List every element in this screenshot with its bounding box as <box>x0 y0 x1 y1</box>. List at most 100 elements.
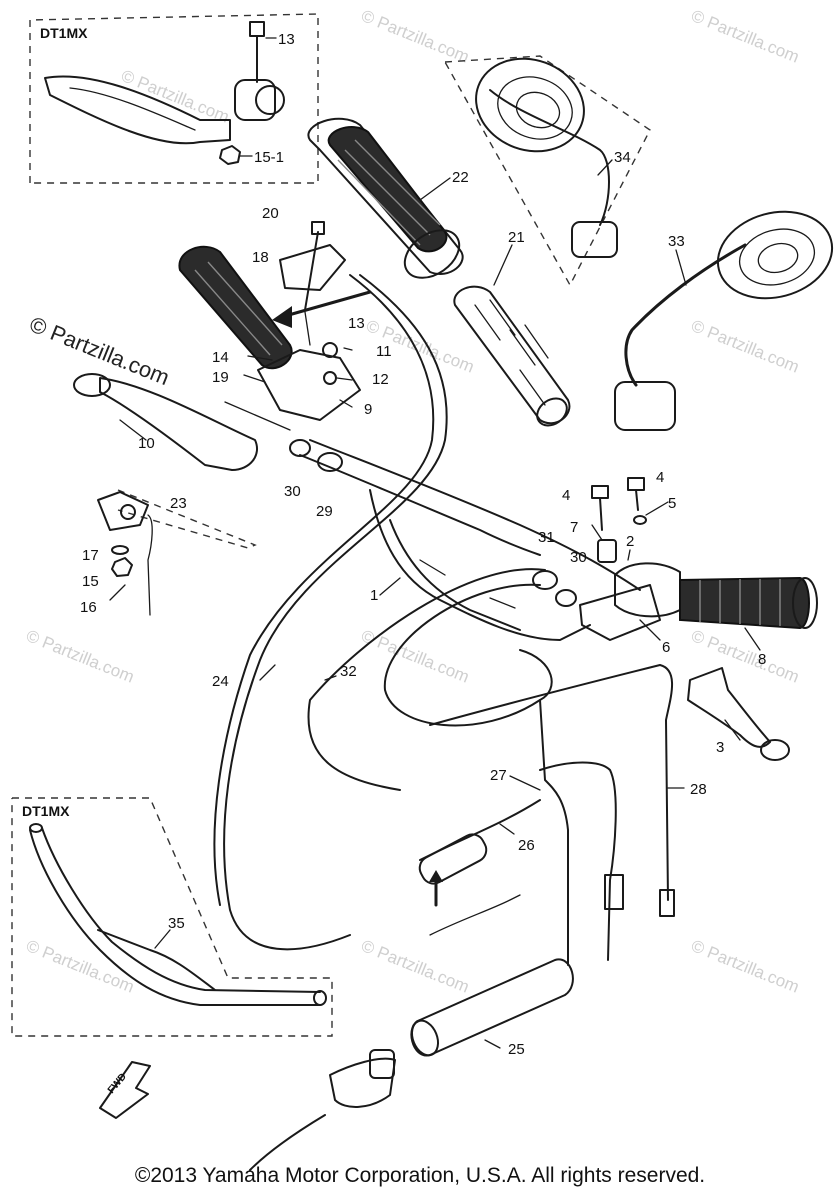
leader <box>724 719 741 741</box>
washer-5 <box>633 515 647 525</box>
part-label-16: 16 <box>80 599 97 616</box>
clutch-lever-group <box>73 373 291 471</box>
cable-24 <box>223 274 448 951</box>
cable-27-adjuster <box>604 874 624 910</box>
cable-32 <box>307 568 546 791</box>
mirror-right-clamp <box>614 381 676 431</box>
handlebar-upper-line <box>309 439 641 591</box>
part-label-6: 6 <box>662 639 670 656</box>
leader <box>419 177 451 201</box>
throttle-tube-end <box>536 397 568 427</box>
mirror-left-group <box>444 55 651 287</box>
watermark: © Partzilla.com <box>24 626 137 687</box>
cover-25-cap <box>329 1057 396 1108</box>
leader <box>336 377 353 381</box>
inset-bottom-title: DT1MX <box>22 803 70 819</box>
part-label-22: 22 <box>452 169 469 186</box>
inset-border <box>29 13 319 184</box>
bolt-4a-head <box>591 485 609 499</box>
part-label-29: 29 <box>316 503 333 520</box>
part-label-13b: 13 <box>348 315 365 332</box>
inset-box-top: DT1MX <box>29 13 319 184</box>
part-label-13: 13 <box>278 31 295 48</box>
inset-title: DT1MX <box>40 25 88 41</box>
mirror-left-ring <box>497 76 573 140</box>
switch-23-wire <box>147 514 153 616</box>
arrow-line <box>276 290 372 320</box>
leader <box>243 374 266 383</box>
cable-24-inner <box>213 274 435 906</box>
inset-box-bottom: DT1MX <box>11 797 333 1037</box>
cable-28-adjuster <box>659 889 675 917</box>
mirror-right-ring2 <box>757 242 799 274</box>
cables-group <box>213 274 675 966</box>
brake-lever-body <box>687 667 771 748</box>
leader <box>639 619 661 641</box>
watermark: © Partzilla.com <box>24 936 137 997</box>
part-label-4a: 4 <box>562 487 570 504</box>
part-label-12: 12 <box>372 371 389 388</box>
cable-32-loop <box>383 583 553 727</box>
mirror-left-border <box>444 55 651 287</box>
fwd-label: FWD <box>106 1071 129 1096</box>
screw-16 <box>109 584 126 601</box>
grip-left-body <box>327 126 448 253</box>
part-label-2: 2 <box>626 533 634 550</box>
clamp-31 <box>532 570 558 590</box>
part-label-18: 18 <box>252 249 269 266</box>
part-label-5: 5 <box>668 495 676 512</box>
watermark: © Partzilla.com <box>689 936 802 997</box>
grip-right-ribs <box>699 579 781 626</box>
inset-holder <box>234 79 276 121</box>
leader <box>499 823 515 835</box>
right-assembly-group <box>579 477 818 641</box>
watermark: © Partzilla.com <box>359 6 472 67</box>
grip-left-ribs <box>337 139 441 246</box>
inset-lever <box>44 75 231 145</box>
part-label-31: 31 <box>538 529 555 546</box>
switch-23-leader <box>117 489 257 549</box>
part-label-21: 21 <box>508 229 525 246</box>
cover-25-group <box>249 958 574 1171</box>
switch-23-group <box>97 489 257 616</box>
holder-2 <box>614 562 681 618</box>
switch-23-body <box>97 491 149 531</box>
part-label-7: 7 <box>570 519 578 536</box>
holder-9-19 <box>257 349 361 421</box>
grip-right-end <box>792 577 818 629</box>
part-label-15: 15 <box>82 573 99 590</box>
grip-left-end <box>403 229 461 279</box>
throttle-tube-group <box>453 285 571 427</box>
part-label-26: 26 <box>518 837 535 854</box>
part-label-25: 25 <box>508 1041 525 1058</box>
leader <box>119 419 147 441</box>
part-label-28: 28 <box>690 781 707 798</box>
part-label-24: 24 <box>212 673 229 690</box>
bolt-11-head <box>322 342 338 358</box>
watermark: © Partzilla.com <box>119 66 232 127</box>
cable-spring <box>429 894 521 936</box>
mirror-right-ring <box>738 228 816 286</box>
lever-pin <box>224 401 291 431</box>
part-label-1: 1 <box>370 587 378 604</box>
leader <box>591 524 603 541</box>
dt1mx-bar-end <box>313 990 327 1006</box>
grip-switch-left <box>178 245 293 370</box>
dt1mx-bar-inner <box>41 827 321 993</box>
part-label-32: 32 <box>340 663 357 680</box>
nut-15 <box>111 557 133 577</box>
arrow-head <box>272 306 292 328</box>
leader <box>154 929 171 949</box>
clamp-18 <box>279 244 346 291</box>
watermark: © Partzilla.com <box>689 626 802 687</box>
handlebar-bend <box>369 489 591 641</box>
screw-20 <box>304 231 319 311</box>
switch-23-knob <box>120 504 136 520</box>
cable-28 <box>429 664 674 901</box>
clutch-lever-body <box>99 377 258 471</box>
watermark: © Partzilla.com <box>359 936 472 997</box>
inset-holder-ring <box>255 85 285 115</box>
clamp-30-right <box>555 589 577 607</box>
part-label-30b: 30 <box>570 549 587 566</box>
grip-left-group <box>307 117 464 279</box>
